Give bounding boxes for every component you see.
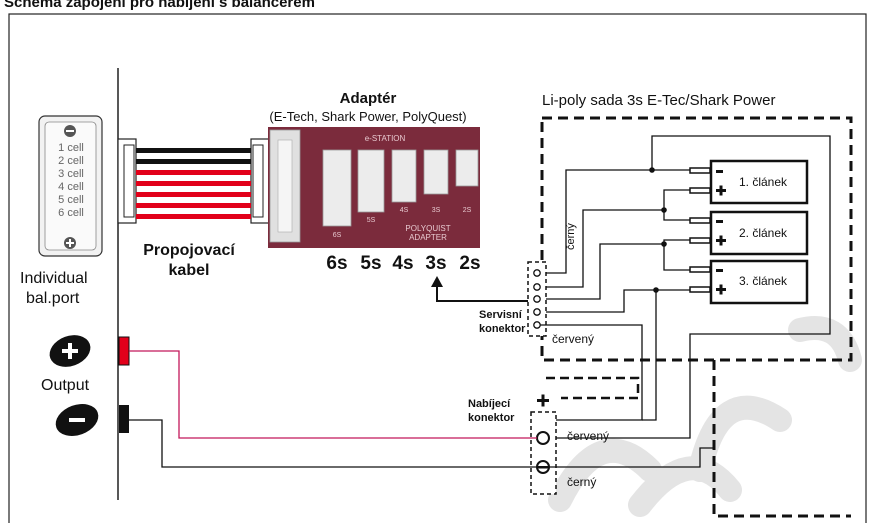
board-text-1: POLYQUIST xyxy=(405,224,450,233)
cell-label: 2 cell xyxy=(58,155,84,167)
output-minus-lead xyxy=(129,419,537,468)
service-label-line1: Servisní xyxy=(479,309,523,321)
arrow-to-3s xyxy=(431,276,531,302)
board-header: e-STATION xyxy=(365,134,406,143)
charge-connector-dash xyxy=(546,376,640,400)
service-pin xyxy=(533,308,541,316)
balancer-port xyxy=(38,115,103,257)
connecting-cable xyxy=(117,138,270,224)
cell-label: 6 cell xyxy=(58,207,84,219)
pack-title: Li-poly sada 3s E-Tec/Shark Power xyxy=(542,92,775,109)
charge-minus-wire xyxy=(549,447,714,468)
cell-label: 4 cell xyxy=(58,181,84,193)
minus-icon xyxy=(716,269,723,272)
charge-red-label: červený xyxy=(567,429,609,443)
cell-1 xyxy=(709,159,809,205)
socket-mark: 4S xyxy=(400,207,409,214)
port-label-line1: Individual xyxy=(20,270,88,287)
cable-label-line1: Propojovací xyxy=(143,242,235,259)
output-minus-socket xyxy=(119,405,129,433)
charge-label-line1: Nabíjecí xyxy=(468,398,511,410)
charge-connector xyxy=(530,411,557,495)
black-wire-label: černý xyxy=(565,223,577,250)
cell-label: 3 cell xyxy=(58,168,84,180)
service-pin xyxy=(533,321,541,329)
adapter-size-label: 5s xyxy=(360,253,381,274)
board-text-2: ADAPTER xyxy=(409,233,447,242)
output-minus-icon xyxy=(55,404,99,436)
output-plus-icon xyxy=(49,335,91,367)
cell-label-3: 3. článek xyxy=(739,274,788,288)
adapter-subtitle: (E-Tech, Shark Power, PolyQuest) xyxy=(269,109,466,124)
output-label: Output xyxy=(41,377,90,394)
charge-plus-terminal xyxy=(536,431,550,445)
cell-3 xyxy=(709,259,809,305)
cell-label: 5 cell xyxy=(58,194,84,206)
battery-pack-outline xyxy=(540,116,853,362)
watermark xyxy=(548,316,862,517)
port-label-line2: bal.port xyxy=(26,290,80,307)
red-wire-label: červený xyxy=(552,332,594,346)
cell-2 xyxy=(709,210,809,256)
socket-mark: 6S xyxy=(333,232,342,239)
socket-mark: 3S xyxy=(432,207,441,214)
charge-label-line2: konektor xyxy=(468,412,515,424)
socket-mark: 5S xyxy=(367,217,376,224)
adapter-sockets xyxy=(322,149,479,227)
cell-label-2: 2. článek xyxy=(739,226,788,240)
cell-label-1: 1. článek xyxy=(739,175,788,189)
adapter-size-label: 2s xyxy=(459,253,480,274)
pack-extension-outline xyxy=(712,360,851,518)
pack-wiring xyxy=(537,135,831,439)
cell-label: 1 cell xyxy=(58,142,84,154)
cable-label-line2: kabel xyxy=(169,262,210,279)
charge-black-label: černý xyxy=(567,475,596,489)
adapter-size-label: 3s xyxy=(425,253,446,274)
adapter-size-label: 6s xyxy=(326,253,347,274)
service-pin xyxy=(533,283,541,291)
adapter-size-label: 4s xyxy=(392,253,413,274)
service-red-wire xyxy=(540,324,643,421)
service-pin xyxy=(533,295,541,303)
service-pin xyxy=(533,269,541,277)
minus-icon xyxy=(716,220,723,223)
service-label-line2: konektor xyxy=(479,323,526,335)
socket-mark: 2S xyxy=(463,207,472,214)
output-plus-lead xyxy=(129,350,537,439)
output-plus-socket xyxy=(118,336,130,366)
adapter-title: Adaptér xyxy=(340,90,397,107)
diagram-title: Schema zapojení pro nabíjení s balancére… xyxy=(4,0,315,11)
minus-icon xyxy=(716,170,723,173)
